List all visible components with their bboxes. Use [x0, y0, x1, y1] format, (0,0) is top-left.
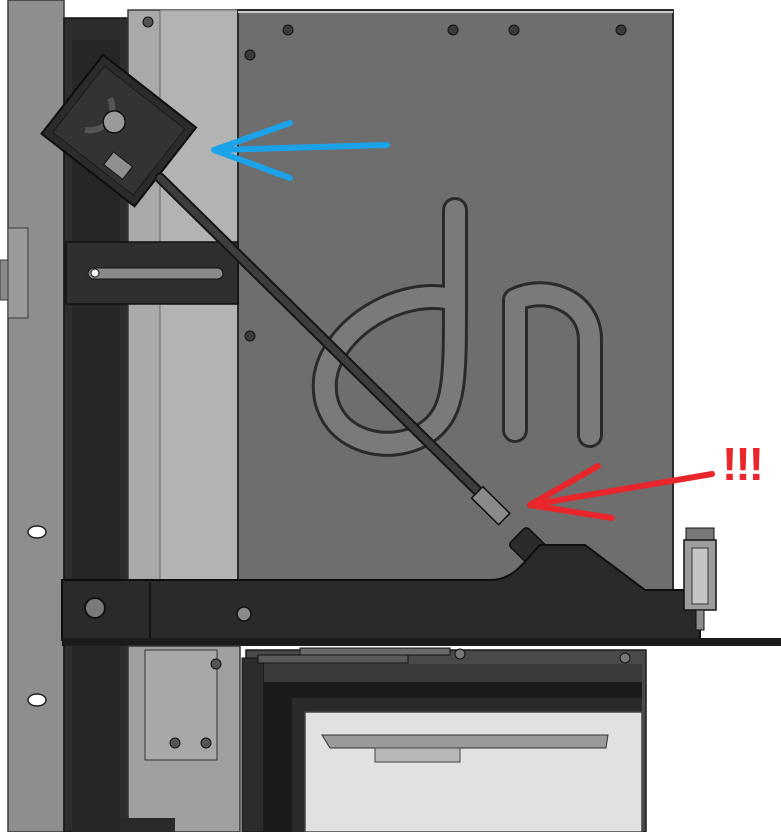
lower-section — [120, 645, 241, 832]
clevis-fitting — [683, 527, 717, 631]
slot-hole-icon — [27, 693, 47, 707]
sensor-rod — [154, 172, 562, 579]
red-arrow-icon — [527, 463, 715, 521]
screw-icon — [210, 658, 222, 670]
screw-icon — [619, 652, 631, 664]
screw-icon — [454, 648, 466, 660]
slotted-bracket — [65, 241, 239, 305]
bolt-icon — [236, 606, 252, 622]
insulated-chamber — [241, 647, 647, 832]
screw-icon — [169, 737, 181, 749]
screw-icon — [244, 330, 256, 342]
screw-icon — [508, 24, 520, 36]
screw-icon — [142, 16, 154, 28]
dh-logo — [311, 197, 603, 457]
screw-icon — [615, 24, 627, 36]
slot-hole-icon — [27, 525, 47, 539]
screw-icon — [447, 24, 459, 36]
tilt-sensor-housing — [40, 53, 198, 208]
warning-mark: !!! — [722, 438, 762, 490]
shelf-plate — [62, 638, 781, 646]
lower-bracket — [61, 544, 701, 641]
screw-icon — [200, 737, 212, 749]
blue-arrow-icon — [211, 120, 390, 181]
screw-icon — [244, 49, 256, 61]
bolt-icon — [84, 597, 106, 619]
screw-icon — [282, 24, 294, 36]
